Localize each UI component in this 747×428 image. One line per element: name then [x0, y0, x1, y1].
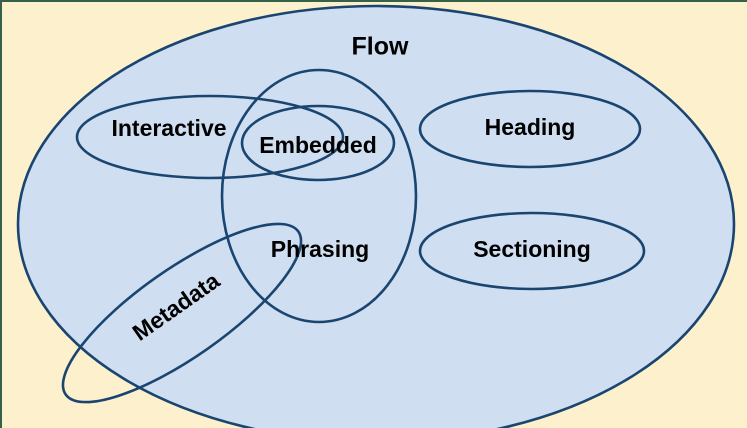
label-flow: Flow — [352, 33, 409, 61]
label-phrasing: Phrasing — [271, 236, 369, 262]
ellipse-embedded[interactable] — [240, 104, 396, 182]
label-heading: Heading — [485, 114, 576, 140]
ellipse-interactive[interactable] — [75, 94, 345, 180]
ellipse-heading[interactable] — [418, 89, 642, 169]
ellipse-metadata[interactable] — [40, 196, 323, 428]
ellipse-sectioning[interactable] — [418, 211, 646, 291]
ellipse-phrasing[interactable] — [220, 68, 418, 324]
label-interactive: Interactive — [111, 115, 226, 141]
ellipse-flow[interactable] — [16, 4, 736, 428]
label-embedded: Embedded — [259, 132, 377, 158]
label-sectioning: Sectioning — [473, 236, 591, 262]
